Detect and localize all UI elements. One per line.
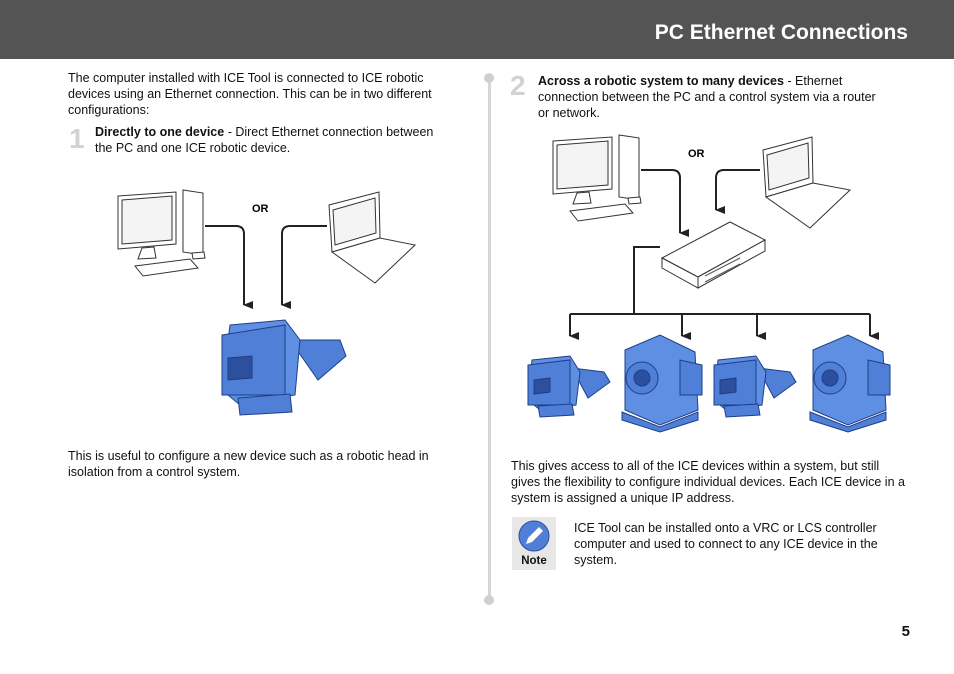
robotic-head-icon-2: [713, 355, 797, 418]
step-2-text: Across a robotic system to many devices …: [538, 73, 888, 121]
switch-distribution-line: [633, 246, 660, 314]
or-label-1: OR: [252, 203, 269, 215]
desktop-pc-icon-2: [552, 134, 642, 222]
pan-tilt-camera-icon-1: [621, 334, 703, 433]
useful-paragraph: This is useful to configure a new device…: [68, 449, 429, 479]
step-1-text: Directly to one device - Direct Ethernet…: [95, 124, 445, 156]
network-switch-icon: [660, 221, 767, 289]
step-2-description: - Ethernet connection between the PC and…: [538, 74, 876, 120]
page-number: 5: [901, 623, 910, 640]
desktop-pc-icon: [117, 189, 206, 277]
arrow-laptop-to-device: [281, 225, 327, 309]
intro-paragraph: The computer installed with ICE Tool is …: [68, 71, 432, 117]
page-title: PC Ethernet Connections: [654, 21, 908, 44]
or-label-2: OR: [688, 148, 705, 160]
access-paragraph: This gives access to all of the ICE devi…: [511, 459, 905, 505]
note-box: Note: [512, 517, 556, 570]
arrow-pc-to-switch: [641, 169, 689, 237]
page-header: PC Ethernet Connections: [0, 0, 954, 59]
laptop-icon-2: [762, 136, 852, 229]
note-text: ICE Tool can be installed onto a VRC or …: [574, 521, 878, 567]
pencil-icon: [518, 520, 550, 552]
pan-tilt-camera-icon-2: [809, 334, 891, 433]
divider-bottom-dot: [484, 595, 494, 605]
column-divider: [488, 77, 491, 600]
arrow-pc-to-device: [205, 225, 253, 309]
robotic-head-icon: [221, 319, 347, 416]
robotic-head-icon-1: [527, 355, 611, 418]
divider-top-dot: [484, 73, 494, 83]
note-label: Note: [521, 555, 547, 567]
step-1-description: - Direct Ethernet connection between the…: [95, 125, 434, 155]
laptop-icon: [328, 191, 417, 284]
step-1-number: 1: [69, 123, 85, 154]
step-2-number: 2: [510, 70, 526, 101]
arrow-laptop-to-switch: [715, 169, 760, 214]
step-1-title: Directly to one device: [95, 125, 225, 139]
step-2-title: Across a robotic system to many devices: [538, 74, 784, 88]
